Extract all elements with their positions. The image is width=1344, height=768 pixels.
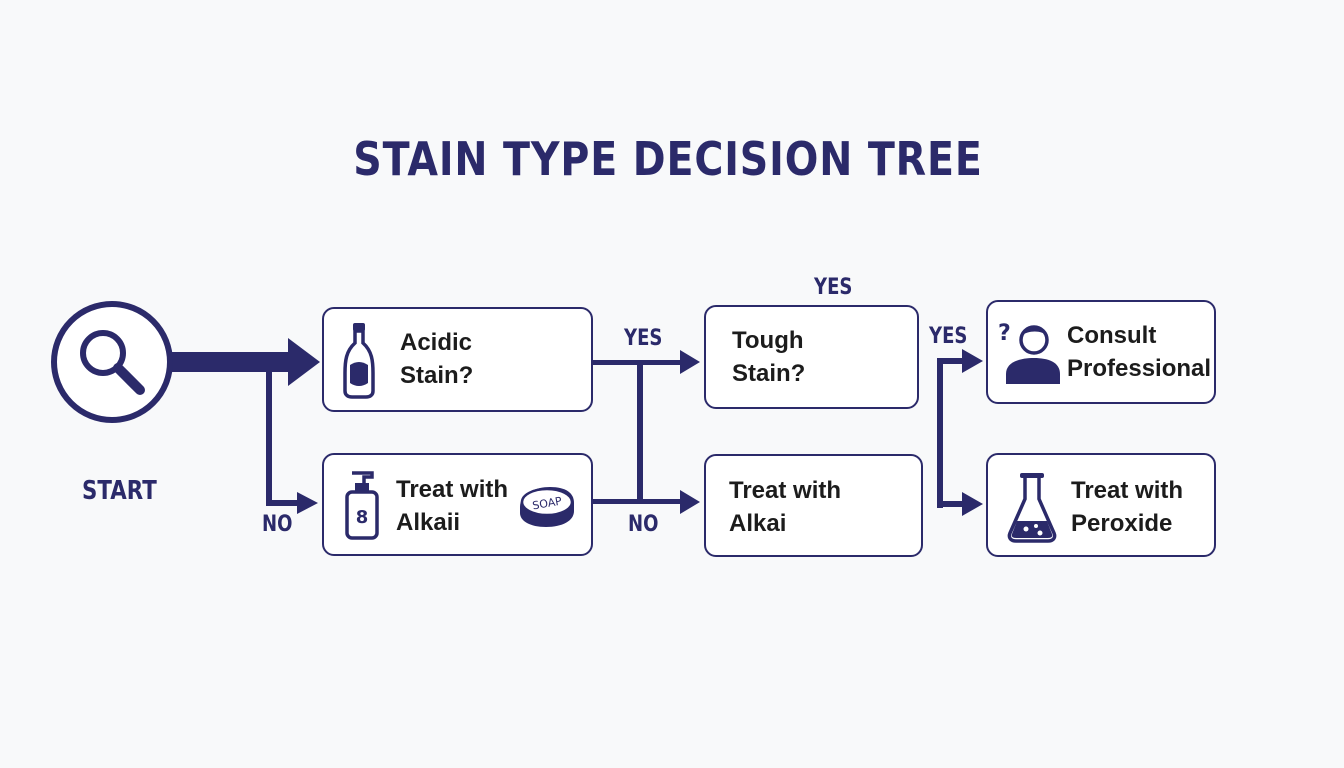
- start-node: [50, 300, 174, 424]
- peroxide-line2: Peroxide: [1071, 510, 1173, 537]
- mid-bottom-arrow-head: [680, 490, 700, 514]
- soap-dispenser-icon: 8: [345, 471, 379, 540]
- consult-line2: Professional: [1067, 355, 1212, 382]
- start-arrow-shaft: [170, 352, 295, 372]
- start-label: START: [82, 476, 157, 506]
- edge-label-yes-2: YES: [929, 324, 968, 349]
- mid-top-arrow-head: [680, 350, 700, 374]
- alkali1-line1: Treat with: [396, 476, 509, 503]
- bottle-icon: [343, 323, 375, 399]
- node-acidic-stain: Acidic Stain?: [322, 307, 593, 412]
- question-mark: ?: [998, 321, 1011, 346]
- page-title: STAIN TYPE DECISION TREE: [353, 132, 983, 186]
- node-consult-professional: ? Consult Professional: [986, 300, 1216, 404]
- flask-icon: [1007, 473, 1057, 543]
- edge-label-yes-top: YES: [814, 275, 853, 300]
- tough-line1: Tough: [732, 327, 804, 354]
- person-question-icon: ?: [998, 321, 1060, 384]
- right-bottom-arrow-head: [962, 492, 983, 516]
- right-vertical-line: [937, 358, 943, 508]
- edge-label-no-1: NO: [262, 512, 293, 537]
- alkali1-line2: Alkaii: [396, 509, 461, 536]
- node-tough-stain: Tough Stain?: [704, 305, 919, 409]
- alkali2-line1: Treat with: [729, 477, 842, 504]
- consult-line1: Consult: [1067, 322, 1157, 349]
- tough-line2: Stain?: [732, 360, 806, 387]
- soap-text: SOAP: [531, 494, 563, 512]
- no-branch-arrow-head: [297, 492, 318, 514]
- node-treat-alkali-1: 8 Treat with Alkaii SOAP: [322, 453, 593, 556]
- right-bottom-line: [937, 501, 965, 507]
- acidic-line1: Acidic: [400, 329, 473, 356]
- edge-label-yes-1: YES: [624, 326, 663, 351]
- acidic-line2: Stain?: [400, 362, 474, 389]
- no-branch-line: [266, 362, 272, 506]
- start-arrow-head: [288, 338, 320, 386]
- soap-bar-icon: SOAP: [520, 487, 574, 527]
- peroxide-line1: Treat with: [1071, 477, 1184, 504]
- right-top-arrow-head: [962, 349, 983, 373]
- magnifying-glass-icon: [51, 301, 173, 423]
- node-treat-alkali-2: Treat with Alkai: [704, 454, 923, 557]
- no-branch-arrow-shaft: [266, 500, 302, 506]
- alkali2-line2: Alkai: [729, 510, 787, 537]
- edge-label-no-2: NO: [628, 512, 659, 537]
- node-treat-peroxide: Treat with Peroxide: [986, 453, 1216, 557]
- mid-bottom-line: [593, 499, 683, 504]
- mid-vertical-line: [637, 360, 643, 504]
- svg-text:8: 8: [356, 507, 369, 528]
- right-top-line: [937, 358, 965, 364]
